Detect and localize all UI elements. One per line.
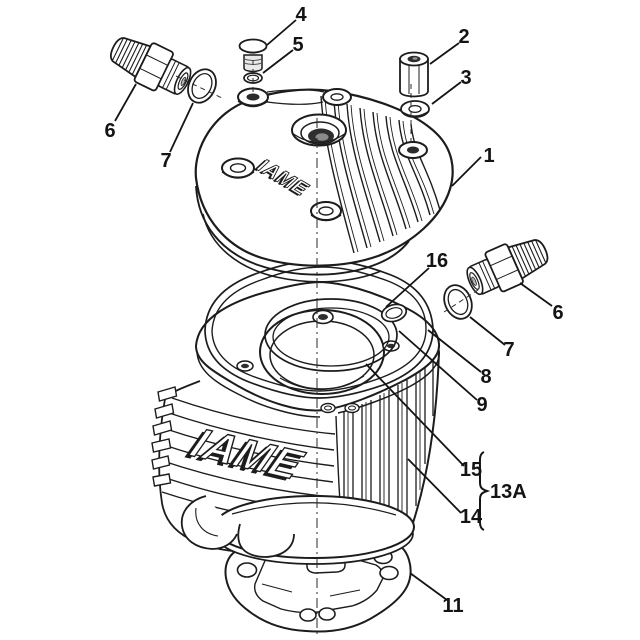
cylinder-fin-tabs <box>151 386 178 487</box>
leader-9 <box>398 330 478 401</box>
small-oring-16 <box>380 303 408 323</box>
leader-7-left <box>169 102 194 153</box>
callout-16: 16 <box>426 250 448 272</box>
callout-1: 1 <box>483 145 494 167</box>
leader-3 <box>431 81 462 105</box>
leader-lines <box>114 19 553 601</box>
callout-15: 15 <box>460 459 482 481</box>
callout-7-right: 7 <box>503 339 514 361</box>
nut-washer-3 <box>400 100 430 118</box>
gasket-hole <box>236 562 258 578</box>
callout-5: 5 <box>292 34 303 56</box>
head-fins <box>320 95 441 254</box>
leader-5 <box>262 49 294 74</box>
cylinder: IAME IAME <box>151 280 441 574</box>
cylinder-head: IAME IAME <box>194 87 454 283</box>
centerlines <box>175 60 479 636</box>
fitting-oring-right <box>443 284 473 320</box>
leader-7-right <box>469 316 506 346</box>
head-stud-bosses <box>221 87 428 222</box>
leader-6-right <box>519 282 553 307</box>
gasket-hole <box>379 565 399 581</box>
callout-4: 4 <box>295 4 307 26</box>
leader-6-left <box>114 83 137 122</box>
inner-oring-9 <box>264 298 398 372</box>
callout-7-left: 7 <box>160 150 171 172</box>
head-sealing-rings <box>204 259 434 399</box>
leader-8 <box>427 329 482 373</box>
leader-15 <box>365 363 465 467</box>
water-fitting-left <box>103 26 198 104</box>
leader-4 <box>266 19 297 46</box>
callout-8: 8 <box>480 366 491 388</box>
head-nut-2 <box>399 51 429 98</box>
callout-2: 2 <box>458 26 469 48</box>
cylinder-logo-text: IAME <box>184 420 311 488</box>
leader-14 <box>407 458 462 514</box>
callout-13a: 13A <box>490 481 527 503</box>
callout-9: 9 <box>476 394 487 416</box>
callout-6-right: 6 <box>552 302 563 324</box>
cylinder-logo: IAME IAME <box>180 419 312 490</box>
leader-11 <box>409 572 448 601</box>
gasket-hole <box>318 607 336 621</box>
spark-plug-hole <box>291 113 347 147</box>
leader-16 <box>385 267 430 308</box>
callout-labels: 1 2 3 4 5 6 7 6 7 8 9 11 13A 14 15 16 <box>104 4 563 617</box>
gasket-hole <box>299 608 317 622</box>
callout-14: 14 <box>460 506 483 528</box>
head-plug-4 <box>238 38 268 73</box>
callout-6-left: 6 <box>104 120 115 142</box>
callout-3: 3 <box>460 67 471 89</box>
bracket-13a <box>478 451 491 531</box>
leader-1 <box>451 156 482 187</box>
outer-oring-8 <box>204 259 434 399</box>
callout-11: 11 <box>442 595 463 617</box>
cylinder-fins-right <box>343 362 434 519</box>
fitting-oring-left <box>187 68 217 104</box>
leader-2 <box>429 42 460 65</box>
